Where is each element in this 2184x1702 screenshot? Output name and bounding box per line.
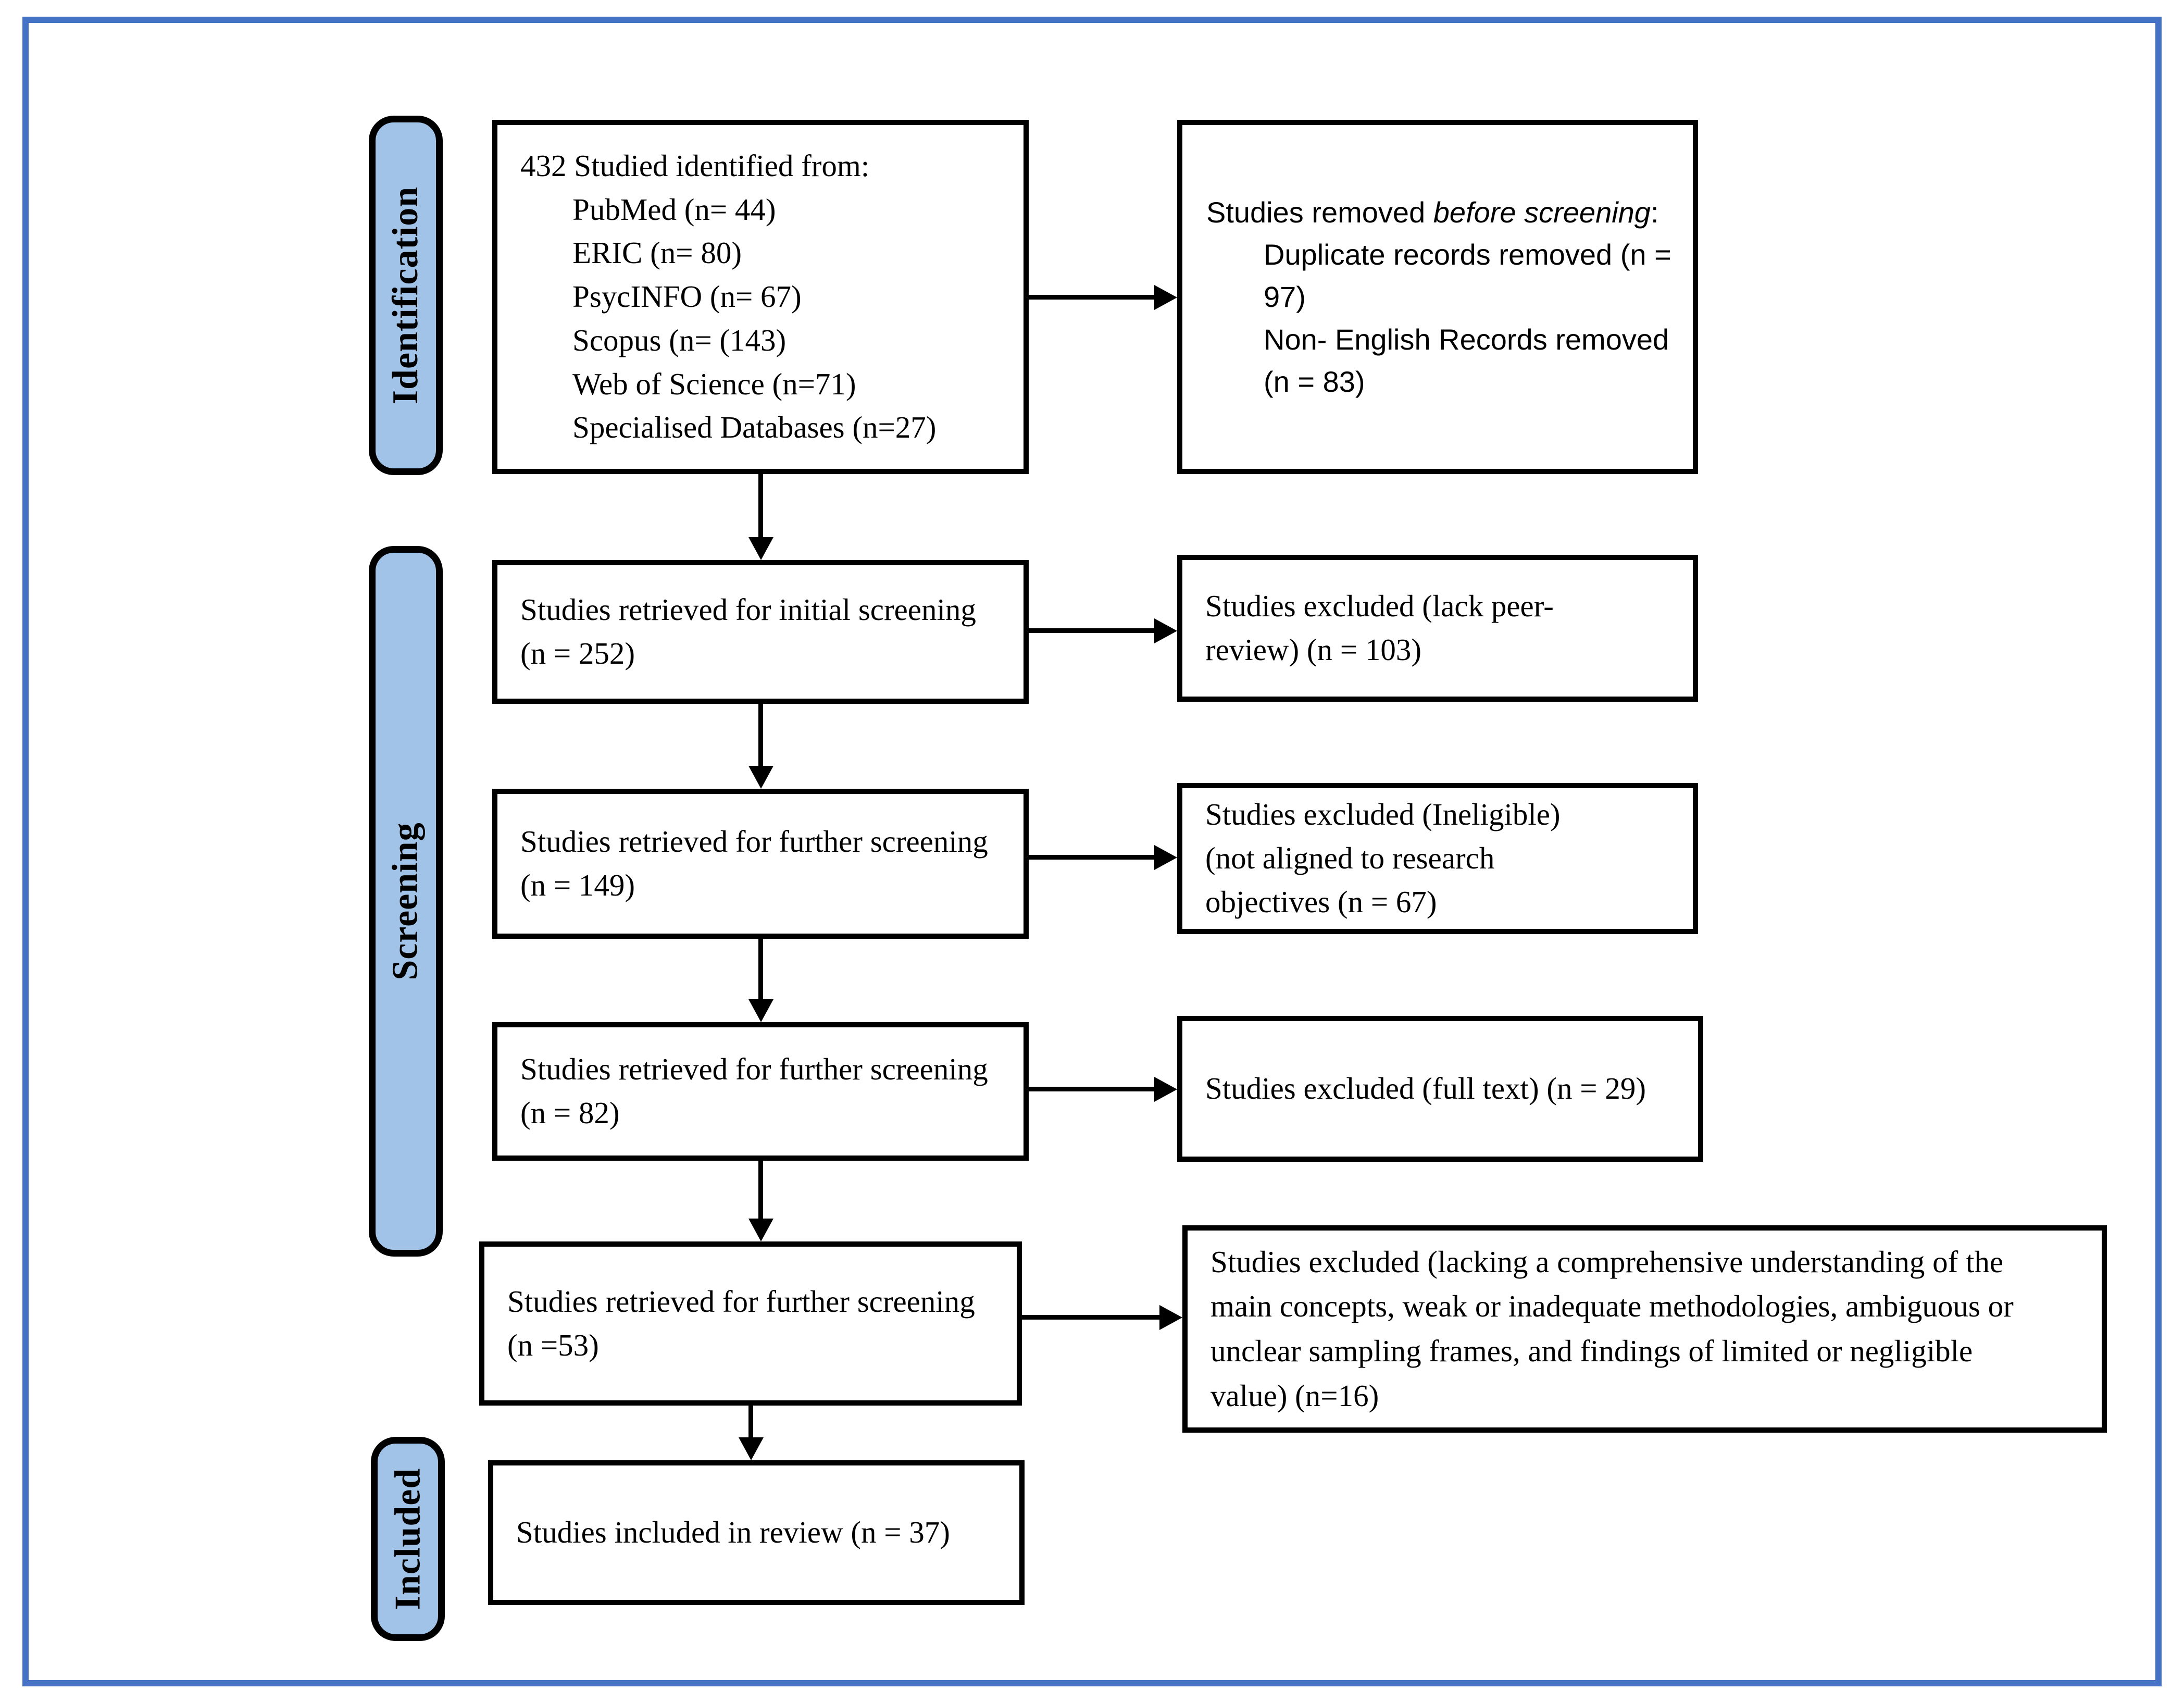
excluded-quality-text: Studies excluded (lacking a comprehensiv… [1210, 1244, 2014, 1413]
identified-source: Web of Science (n=71) [572, 366, 856, 401]
removed-lead-italic: before screening [1433, 196, 1651, 229]
further-screening-82-text: Studies retrieved for further screening … [520, 1052, 988, 1130]
arrow-down-initial-to-149 [758, 704, 763, 766]
arrow-down-82-to-53 [758, 1161, 763, 1219]
excluded-peer-review-text: Studies excluded (lack peer-review) (n =… [1205, 589, 1554, 667]
box-excluded-full-text: Studies excluded (full text) (n = 29) [1177, 1016, 1703, 1162]
arrow-right-149-to-excluded-ineligible [1029, 855, 1154, 860]
arrow-right-identified-to-removed [1029, 295, 1154, 300]
removed-lead-suffix: : [1650, 196, 1659, 229]
box-further-screening-53: Studies retrieved for further screening … [479, 1241, 1022, 1406]
box-excluded-ineligible: Studies excluded (Ineligible) (not align… [1177, 783, 1698, 934]
removed-lead: Studies removed before screening: [1206, 191, 1677, 233]
removed-item: Duplicate records removed (n = 97) [1264, 238, 1671, 314]
stage-label-screening: Screening [385, 822, 426, 980]
stage-bar-screening: Screening [369, 546, 443, 1257]
arrow-right-53-to-excluded-quality [1022, 1315, 1159, 1320]
arrow-down-53-to-included [748, 1406, 753, 1437]
box-included-in-review: Studies included in review (n = 37) [488, 1460, 1025, 1605]
arrow-right-initial-to-excluded-peer [1029, 628, 1154, 633]
arrow-down-149-to-82 [758, 939, 763, 999]
box-further-screening-149: Studies retrieved for further screening … [492, 789, 1029, 939]
arrow-down-identified-to-initial [758, 474, 763, 537]
stage-label-identification: Identification [385, 186, 426, 405]
included-review-text: Studies included in review (n = 37) [516, 1515, 950, 1550]
removed-item: Non- English Records removed (n = 83) [1264, 322, 1669, 398]
stage-bar-included: Included [371, 1437, 445, 1641]
box-studies-identified: 432 Studied identified from: PubMed (n= … [492, 120, 1029, 474]
identified-source: PubMed (n= 44) [572, 192, 776, 227]
box-excluded-quality: Studies excluded (lacking a comprehensiv… [1182, 1225, 2107, 1433]
identified-source: Scopus (n= (143) [572, 322, 787, 357]
stage-bar-identification: Identification [369, 116, 443, 475]
identified-source: PsycINFO (n= 67) [572, 279, 802, 314]
box-excluded-peer-review: Studies excluded (lack peer-review) (n =… [1177, 555, 1698, 702]
further-screening-53-text: Studies retrieved for further screening … [507, 1284, 975, 1362]
identified-source: ERIC (n= 80) [572, 235, 742, 270]
further-screening-149-text: Studies retrieved for further screening … [520, 824, 988, 902]
diagram-outer-frame [22, 17, 2162, 1686]
stage-label-included: Included [388, 1468, 428, 1610]
excluded-full-text-text: Studies excluded (full text) (n = 29) [1205, 1071, 1646, 1106]
box-further-screening-82: Studies retrieved for further screening … [492, 1022, 1029, 1161]
identified-title: 432 Studied identified from: [520, 148, 870, 183]
initial-screening-text: Studies retrieved for initial screening … [520, 592, 976, 670]
arrow-right-82-to-excluded-full [1029, 1087, 1154, 1091]
box-initial-screening: Studies retrieved for initial screening … [492, 560, 1029, 704]
removed-lead-normal: Studies removed [1206, 196, 1433, 229]
identified-source: Specialised Databases (n=27) [572, 410, 937, 445]
excluded-ineligible-text: Studies excluded (Ineligible) (not align… [1205, 797, 1561, 919]
box-studies-removed-before-screening: Studies removed before screening: Duplic… [1177, 120, 1698, 474]
